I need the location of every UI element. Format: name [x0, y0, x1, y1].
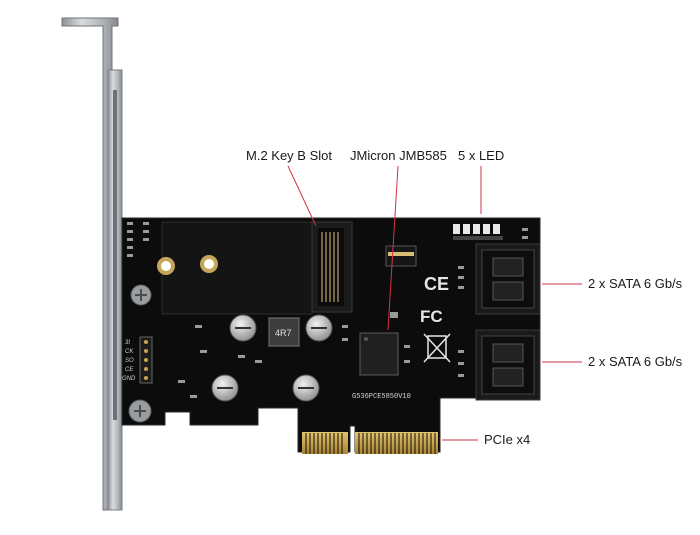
header-pin-labels: 3I CK SO CE GND — [122, 340, 136, 382]
inductor-code-label: 4R7 — [275, 328, 292, 338]
header-pin-label: GND — [122, 376, 136, 382]
header-pin-label: 3I — [125, 340, 130, 346]
sata-top-callout: 2 x SATA 6 Gb/s — [588, 276, 683, 291]
m2-slot-area — [157, 221, 353, 315]
header-pin-label: CE — [125, 367, 134, 373]
sata-connector-bottom — [475, 329, 541, 401]
pcie-gold-fingers — [302, 432, 438, 454]
debug-header — [139, 336, 153, 384]
controller-callout: JMicron JMB585 — [350, 148, 447, 163]
inductor — [268, 317, 300, 347]
part-number-label: G536PCE5850V10 — [352, 393, 411, 401]
smd-components — [127, 222, 528, 398]
svg-text:FC: FC — [420, 307, 443, 326]
svg-text:CE: CE — [424, 274, 449, 294]
pcie-callout: PCIe x4 — [484, 432, 531, 447]
status-leds — [453, 224, 503, 240]
capacitors — [211, 314, 333, 402]
sata-connector-top — [475, 243, 541, 315]
led-callout: 5 x LED — [458, 148, 505, 163]
header-pin-label: CK — [125, 349, 134, 355]
eeprom-chip — [385, 245, 417, 267]
m2-slot-callout: M.2 Key B Slot — [246, 148, 332, 163]
certification-marks: CE FC — [420, 274, 451, 363]
pci-bracket — [61, 17, 123, 511]
callout-leader-lines — [287, 165, 582, 441]
sata-bottom-callout: 2 x SATA 6 Gb/s — [588, 354, 683, 369]
mounting-screw-bottom — [128, 399, 152, 423]
header-pin-label: SO — [125, 358, 134, 364]
controller-chip — [359, 332, 399, 376]
mounting-screw-top — [130, 284, 152, 306]
